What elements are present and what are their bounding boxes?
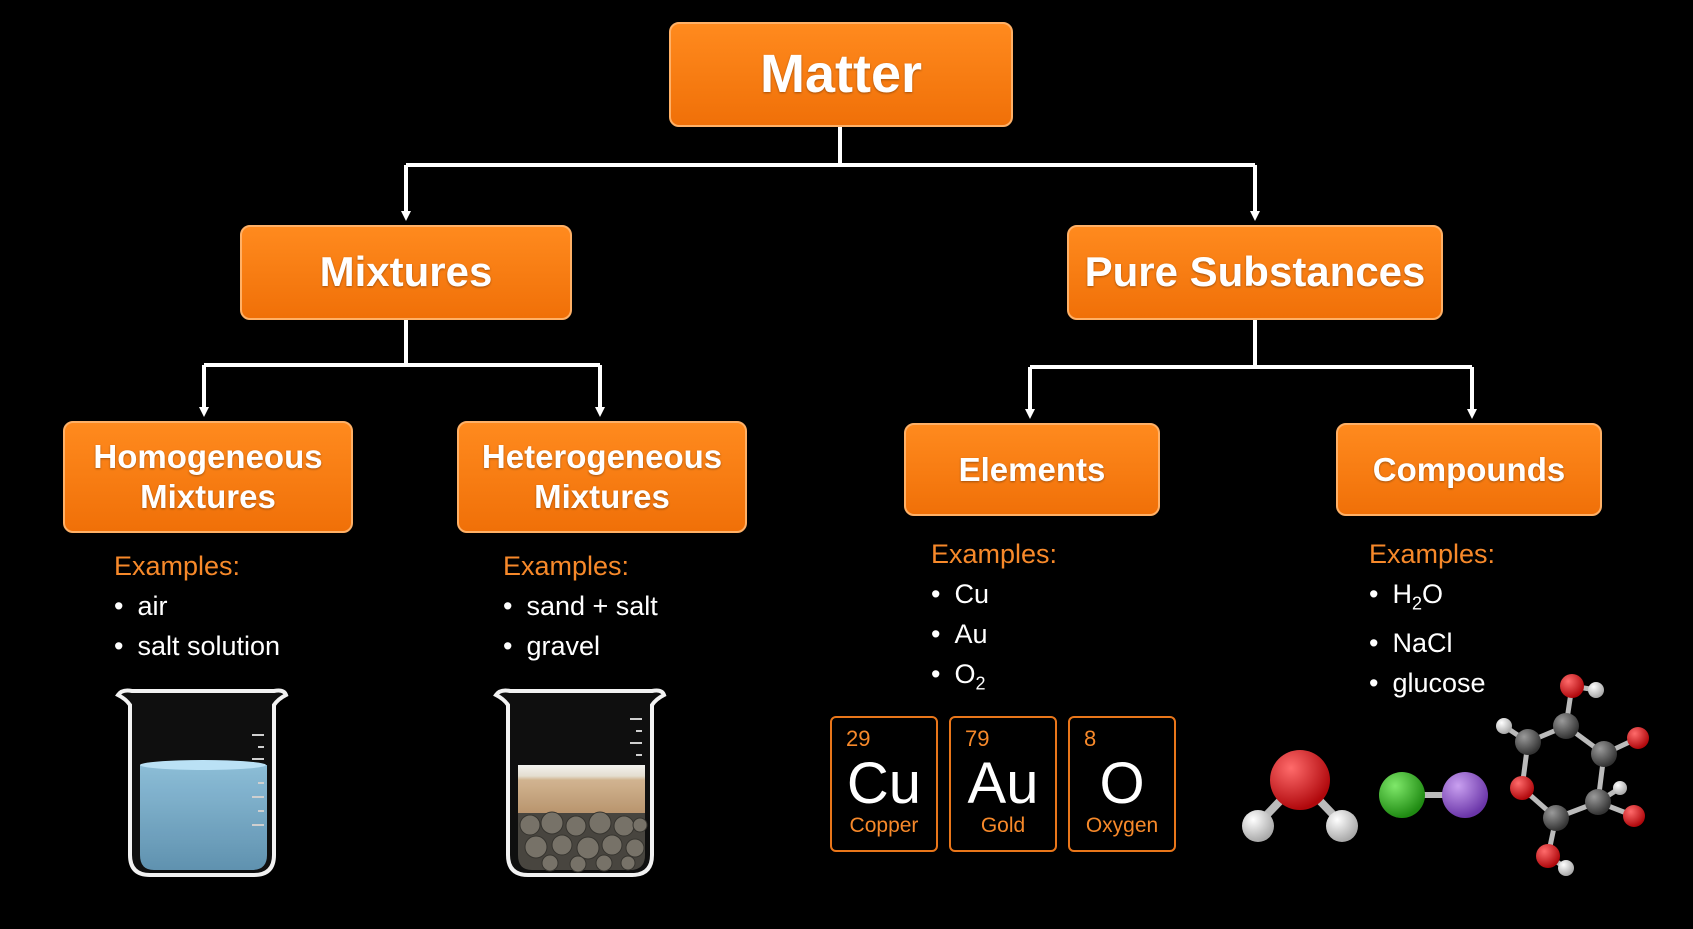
examples-title: Examples: [931, 539, 1058, 569]
nacl-molecule-illustration [1379, 772, 1488, 818]
tile-name: Oxygen [1085, 814, 1159, 837]
examples-title: Examples: [503, 551, 630, 581]
node-homogeneous-line2: Mixtures [140, 478, 276, 515]
node-homogeneous: Homogeneous Mixtures [63, 421, 353, 533]
node-heterogeneous-line1: Heterogeneous [481, 438, 723, 476]
node-homogeneous-line1: Homogeneous [93, 438, 323, 476]
node-pure-label: Pure Substances [1084, 248, 1426, 296]
examples-elements: Examples: Cu Au O2 [931, 534, 1057, 703]
node-matter-label: Matter [759, 44, 923, 105]
examples-heterogeneous: Examples: sand + salt gravel [503, 546, 658, 666]
element-tile-copper: 29 Cu Copper [830, 716, 938, 852]
list-item: H2O [1369, 574, 1495, 623]
node-compounds: Compounds [1336, 423, 1602, 516]
examples-title: Examples: [114, 551, 241, 581]
glucose-molecule-illustration [1496, 674, 1649, 876]
list-item: Cu [931, 574, 1057, 614]
connector-pure [1030, 320, 1472, 369]
formula-symbol: O [954, 659, 976, 689]
formula-symbol: O [1421, 579, 1443, 609]
tile-symbol: O [1099, 751, 1145, 816]
node-matter: Matter [669, 22, 1013, 127]
examples-title: Examples: [1369, 539, 1496, 569]
list-item: glucose [1369, 663, 1495, 703]
water-molecule-illustration [1242, 750, 1358, 842]
connector-root [406, 127, 1255, 167]
examples-compounds: Examples: H2O NaCl glucose [1369, 534, 1495, 703]
node-compounds-label: Compounds [1372, 450, 1566, 488]
node-pure-substances: Pure Substances [1067, 225, 1443, 320]
tile-name: Copper [849, 814, 919, 837]
node-elements: Elements [904, 423, 1160, 516]
tile-number: 8 [1084, 726, 1097, 751]
list-item: Au [931, 614, 1057, 654]
beaker-sand-gravel-illustration [493, 688, 667, 877]
tile-symbol: Cu [846, 751, 922, 816]
list-item: O2 [931, 654, 1057, 703]
list-item: air [114, 586, 280, 626]
node-elements-label: Elements [958, 450, 1106, 488]
node-mixtures-label: Mixtures [319, 248, 493, 296]
element-tile-gold: 79 Au Gold [949, 716, 1057, 852]
node-heterogeneous: Heterogeneous Mixtures [457, 421, 747, 533]
formula-subscript: 2 [1411, 593, 1422, 614]
list-item: gravel [503, 626, 658, 666]
tile-name: Gold [980, 814, 1026, 837]
tile-symbol: Au [967, 751, 1039, 816]
list-item: sand + salt [503, 586, 657, 626]
beaker-solution-illustration [115, 688, 289, 877]
list-item: NaCl [1369, 623, 1495, 663]
examples-homogeneous: Examples: air salt solution [114, 546, 280, 666]
formula-symbol: H [1392, 579, 1412, 609]
tile-number: 29 [846, 726, 871, 751]
tile-number: 79 [965, 726, 990, 751]
element-tile-oxygen: 8 O Oxygen [1068, 716, 1176, 852]
connector-mixtures [204, 320, 600, 367]
node-heterogeneous-line2: Mixtures [534, 478, 670, 515]
formula-subscript: 2 [975, 673, 986, 694]
node-mixtures: Mixtures [240, 225, 572, 320]
list-item: salt solution [114, 626, 280, 666]
